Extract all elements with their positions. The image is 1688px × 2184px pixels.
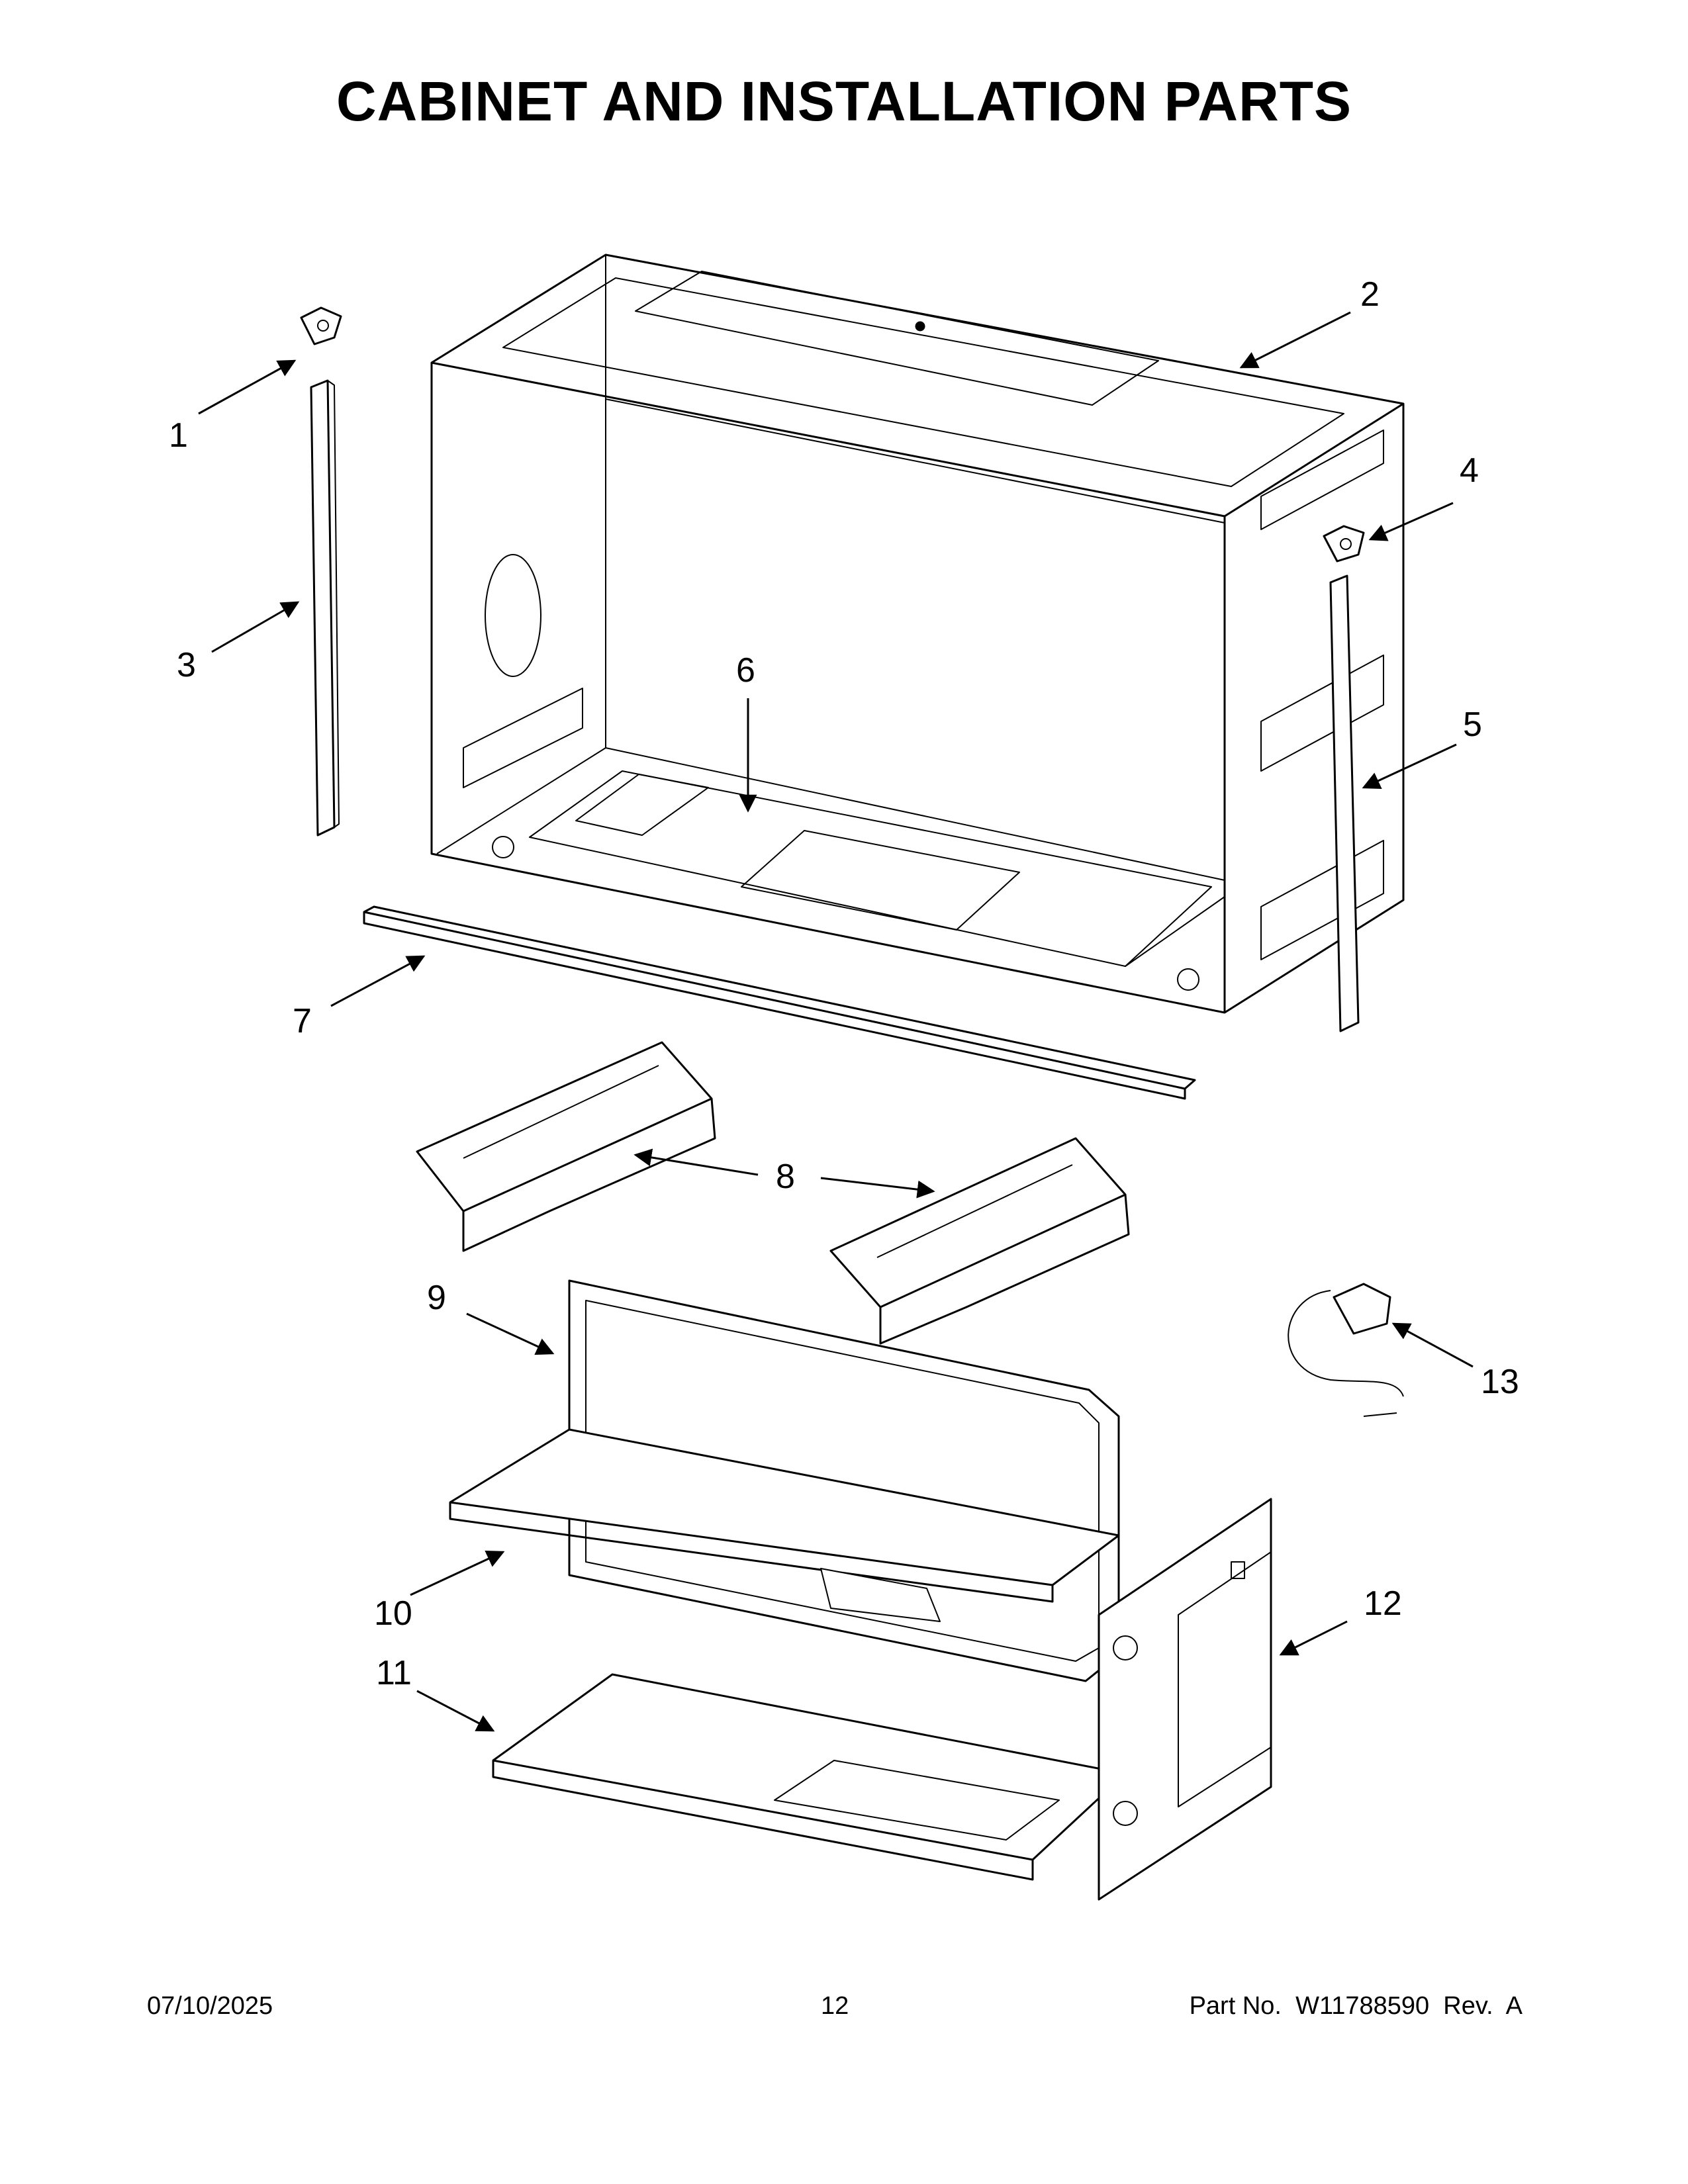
callout-5: 5 <box>1463 705 1482 744</box>
switch-assembly <box>1288 1283 1404 1417</box>
leader-10 <box>410 1550 505 1596</box>
callout-13: 13 <box>1481 1363 1519 1401</box>
callout-12: 12 <box>1364 1584 1402 1623</box>
right-mounting-bracket <box>1323 525 1365 563</box>
callout-4: 4 <box>1460 451 1479 490</box>
callout-10: 10 <box>374 1594 412 1633</box>
leader-13 <box>1391 1322 1474 1368</box>
callout-8: 8 <box>776 1158 795 1196</box>
page-title: CABINET AND INSTALLATION PARTS <box>336 70 1352 132</box>
right-vertical-support <box>1329 574 1360 1032</box>
callout-3: 3 <box>177 646 196 684</box>
front-rail <box>363 905 1196 1100</box>
mounting-plate-left <box>416 1041 716 1252</box>
leader-3 <box>211 601 300 653</box>
leader-8b <box>820 1177 935 1199</box>
leader-8a <box>633 1148 759 1176</box>
footer-date: 07/10/2025 <box>147 1992 273 2020</box>
leader-9 <box>466 1312 555 1355</box>
leader-11 <box>416 1690 495 1732</box>
leader-1 <box>198 359 297 415</box>
cabinet-wrapper <box>430 253 1405 1014</box>
callout-9: 9 <box>427 1279 446 1317</box>
bottom-tray <box>492 1673 1127 1881</box>
left-vertical-support <box>310 379 340 837</box>
callout-1: 1 <box>169 416 188 455</box>
leader-5 <box>1362 743 1457 790</box>
left-mounting-bracket <box>300 306 342 345</box>
right-side-bracket <box>1098 1498 1272 1901</box>
footer-part-number: Part No. W11788590 Rev. A <box>1189 1992 1523 2020</box>
leader-2 <box>1239 311 1351 369</box>
leader-12 <box>1279 1620 1348 1656</box>
callout-7: 7 <box>293 1002 312 1040</box>
footer-page-number: 12 <box>821 1992 849 2020</box>
mounting-plate-right <box>829 1137 1130 1345</box>
callout-2: 2 <box>1360 275 1380 314</box>
leader-7 <box>330 955 426 1007</box>
callout-11: 11 <box>376 1654 412 1692</box>
leader-4 <box>1368 502 1454 541</box>
cross-tray <box>449 1428 1120 1622</box>
callout-6: 6 <box>736 651 755 690</box>
